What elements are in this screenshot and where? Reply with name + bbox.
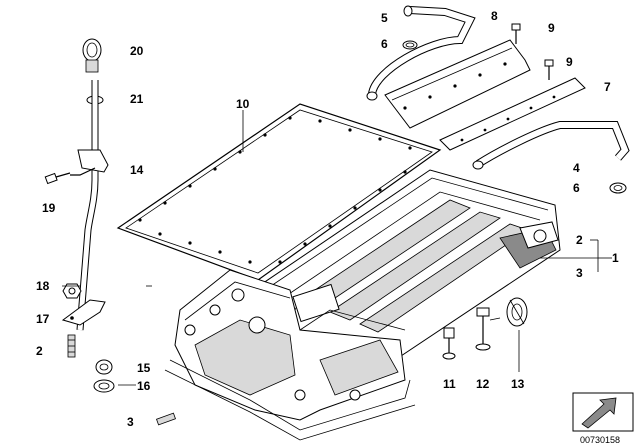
oil-filter-cap: [506, 297, 528, 327]
bolt-part-8: [511, 23, 521, 44]
dipstick-handle: [82, 38, 102, 73]
callout-6-upper: 6: [381, 37, 388, 51]
callout-9-lower: 9: [566, 55, 573, 69]
callout-1: 1: [612, 251, 619, 265]
callout-12: 12: [476, 377, 490, 391]
nut-part-18: [62, 283, 82, 299]
callout-2-left: 2: [36, 344, 43, 358]
bracket-part-17: [61, 299, 106, 326]
callout-5: 5: [381, 11, 388, 25]
bolt-part-19: [44, 172, 71, 185]
callout-3-right: 3: [576, 266, 583, 280]
drain-plug-washer: [93, 379, 115, 393]
callout-19: 19: [42, 201, 56, 215]
callout-11: 11: [443, 377, 456, 391]
callout-18: 18: [36, 279, 50, 293]
bolt-part-9: [544, 59, 554, 80]
dipstick-guide-tube: [70, 80, 109, 331]
callout-16: 16: [137, 379, 151, 393]
callout-17: 17: [36, 312, 50, 326]
diagram-id-box: 00730158: [572, 392, 634, 445]
callout-10: 10: [236, 97, 250, 111]
callout-7: 7: [604, 80, 611, 94]
callout-21: 21: [130, 92, 144, 106]
bolt-part-12: [475, 307, 501, 351]
diagram-id-text: 00730158: [580, 435, 620, 445]
baffle-cover-plate: [384, 39, 531, 129]
callout-3-bottom: 3: [127, 415, 134, 429]
o-ring-upper: [402, 40, 418, 50]
callout-20: 20: [130, 44, 144, 58]
stud-part-2: [67, 334, 76, 358]
oil-return-pipe-upper: [366, 5, 476, 101]
cover-gasket-strip: [439, 77, 586, 151]
callout-4: 4: [573, 161, 580, 175]
stud-part-3: [156, 412, 176, 426]
callout-labels: 1 2 3 4 5 6 6 7 8 9 9 10 11 12 13 14 15 …: [36, 9, 619, 429]
callout-8: 8: [491, 9, 498, 23]
oil-pan-upper-casting: [164, 269, 416, 441]
leader-lines: [62, 110, 612, 386]
oil-return-pipe-lower: [472, 121, 630, 170]
callout-6-lower: 6: [573, 181, 580, 195]
bolt-part-11: [442, 327, 456, 360]
callout-15: 15: [137, 361, 151, 375]
callout-9-upper: 9: [548, 21, 555, 35]
o-ring-lower: [609, 182, 627, 194]
callout-14: 14: [130, 163, 144, 177]
drain-plug: [95, 359, 113, 375]
callout-13: 13: [511, 377, 525, 391]
callout-2-right: 2: [576, 233, 583, 247]
oil-pan-gasket: [116, 103, 442, 281]
